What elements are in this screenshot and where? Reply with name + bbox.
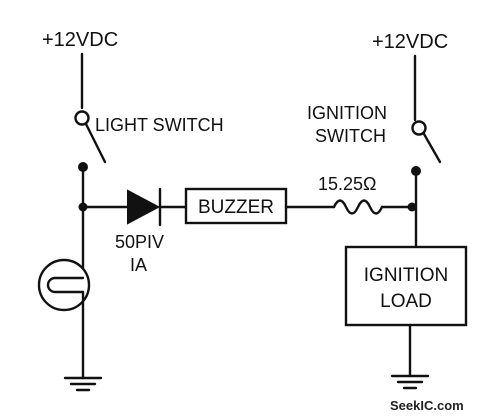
supply-label-right: +12VDC (372, 31, 448, 53)
light-switch-label: LIGHT SWITCH (95, 115, 224, 135)
light-switch-top-contact (74, 110, 90, 126)
supply-label-left: +12VDC (42, 29, 118, 51)
ignition-switch-top-contact (411, 120, 427, 136)
ignition-switch-bottom-contact (411, 166, 421, 176)
ignition-switch-label-line2: SWITCH (315, 126, 386, 146)
resistor (332, 199, 384, 215)
right-junction (407, 202, 417, 212)
ignition-switch (411, 120, 442, 176)
resistor-value-label: 15.25Ω (318, 174, 377, 194)
lamp-filament (46, 276, 85, 294)
ground-left (63, 376, 103, 392)
light-switch-bottom-contact (78, 162, 88, 172)
lamp-bulb (37, 258, 91, 312)
resistor-coil (332, 199, 384, 215)
diode-rating-label: 50PIV (115, 232, 164, 252)
buzzer-box (184, 187, 288, 225)
diode-current-label: IA (130, 255, 147, 275)
ignition-load: IGNITION LOAD (344, 245, 468, 327)
ignition-switch-label-line1: IGNITION (307, 103, 387, 123)
ground-right (390, 374, 430, 390)
diode-triangle (127, 189, 161, 225)
light-switch-lever (84, 122, 107, 164)
light-switch (74, 110, 107, 172)
ignition-load-label-line2: LOAD (380, 291, 432, 312)
buzzer-label: BUZZER (198, 197, 274, 218)
ignition-load-box (344, 245, 468, 327)
ignition-switch-lever (422, 132, 442, 164)
diode (127, 187, 162, 227)
watermark: SeekIC.com (390, 398, 464, 413)
ignition-load-label-line1: IGNITION (364, 265, 448, 286)
lamp (37, 258, 91, 312)
buzzer: BUZZER (184, 187, 288, 225)
